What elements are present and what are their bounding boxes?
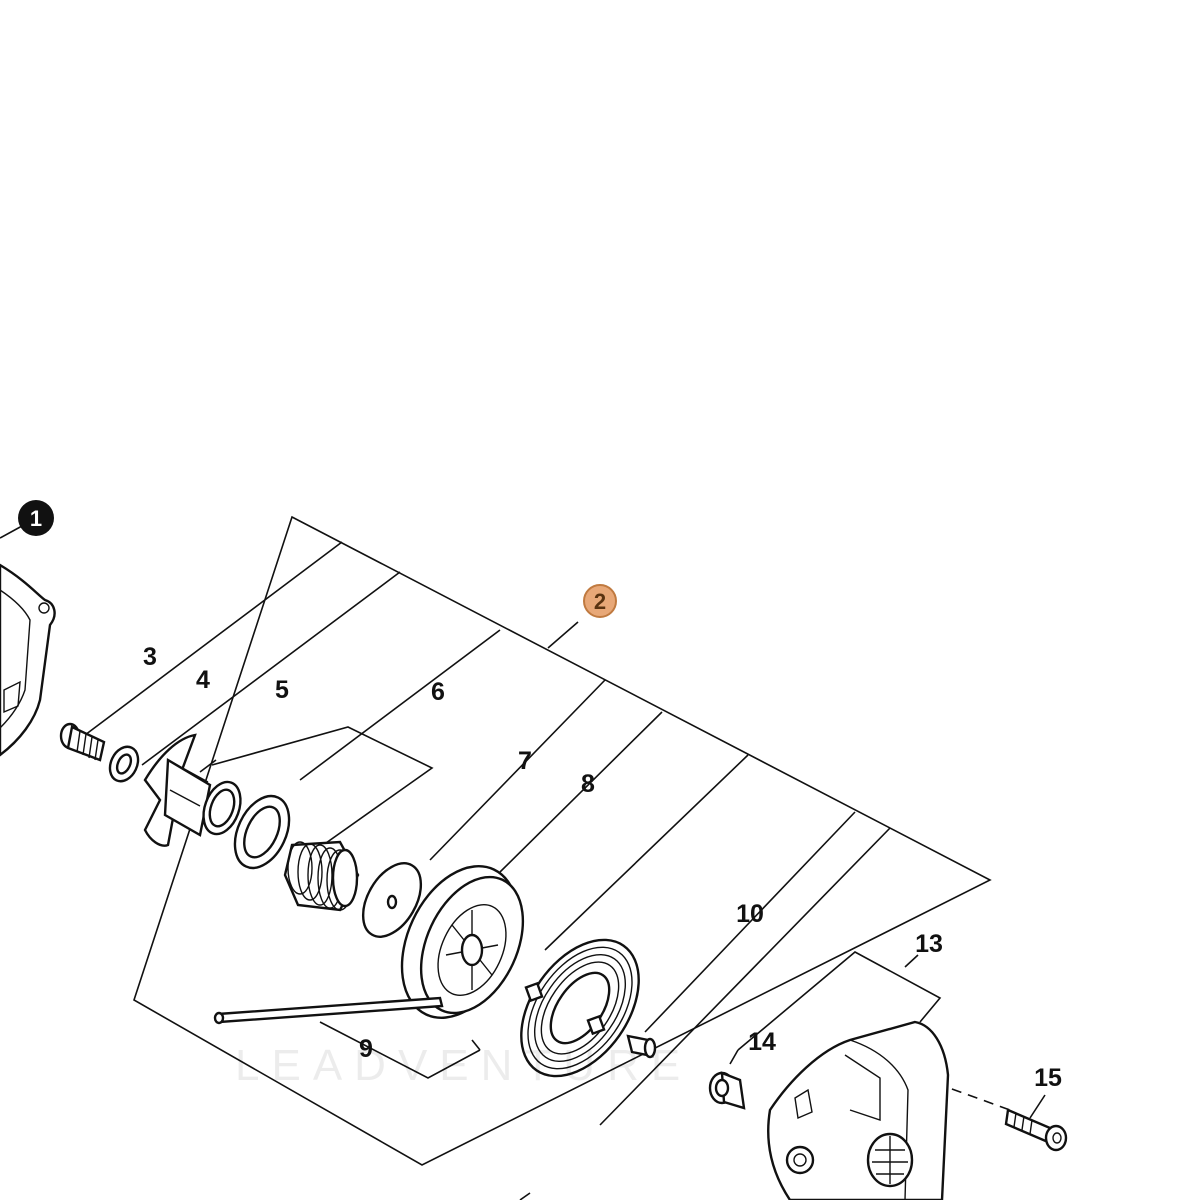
callout-8: 8: [581, 770, 595, 798]
callout-4: 4: [196, 666, 210, 694]
housing-part-left: [0, 563, 56, 757]
disc-part-7: [361, 862, 423, 938]
pull-cord-part-9: [213, 996, 444, 1025]
ref-marker-1: 1: [18, 500, 54, 536]
ref-marker-2[interactable]: 2: [583, 584, 617, 618]
callout-14: 14: [748, 1028, 776, 1056]
screw-part-3: [59, 722, 106, 762]
ref-marker-1-circle: [18, 500, 54, 536]
ref-marker-2-circle[interactable]: [583, 584, 617, 618]
callout-5: 5: [275, 676, 289, 704]
sleeve-part-5: [143, 733, 242, 847]
sleeve-part-14: [708, 1071, 746, 1110]
assembly-frame: [133, 515, 992, 1166]
callout-9: 9: [359, 1035, 373, 1063]
bolt-part-15: [1004, 1108, 1068, 1152]
callout-6: 6: [431, 678, 445, 706]
ref-marker-1-label: 1: [30, 506, 42, 531]
fan-housing-part-13: [767, 1020, 950, 1200]
bottom-marker-fragment: [519, 1192, 531, 1200]
washer-part-4: [108, 745, 140, 783]
callout-labels: 3 4 5 6 7 8 9 10 13 14 15: [143, 643, 1062, 1092]
watermark: LEADVENTURE: [235, 1041, 692, 1090]
bushing-part-10: [626, 1034, 657, 1059]
ref-marker-2-label: 2: [594, 589, 606, 614]
callout-15: 15: [1034, 1064, 1062, 1092]
spring-part-6: [283, 840, 360, 912]
callout-10: 10: [736, 900, 764, 928]
ring-part-5: [233, 794, 291, 870]
callout-13: 13: [915, 930, 943, 958]
rope-rotor-part-8: [400, 865, 525, 1019]
callout-3: 3: [143, 643, 157, 671]
callout-7: 7: [518, 747, 532, 775]
rewind-spring-part-10: [520, 938, 640, 1078]
